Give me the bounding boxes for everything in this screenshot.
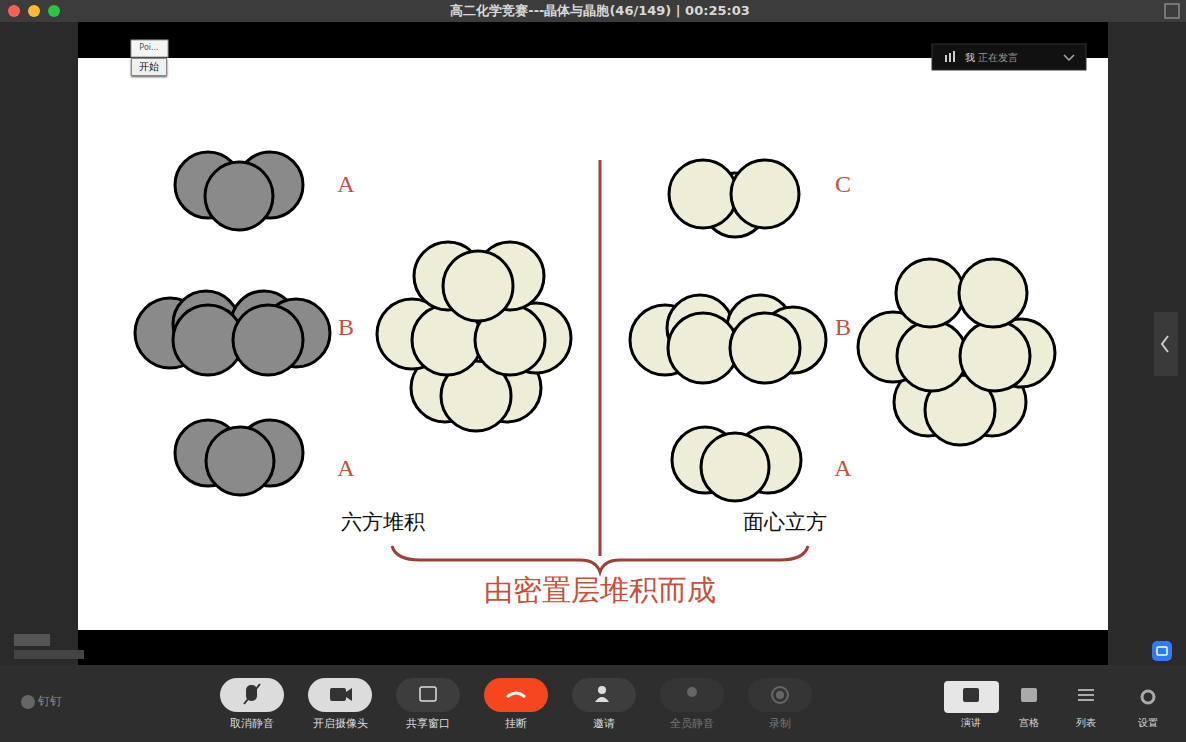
settings-icon — [1142, 691, 1154, 703]
chevron — [1064, 55, 1074, 60]
hangup-pill — [484, 678, 548, 712]
button-label: 挂断 — [505, 718, 527, 730]
layer-letter: A — [337, 171, 354, 197]
list-icon — [1078, 699, 1094, 701]
signal-bar — [949, 53, 951, 62]
layer-letter: B — [835, 314, 851, 340]
invite-icon — [598, 686, 606, 694]
button-pill — [396, 678, 460, 712]
tab-label: 宫格 — [1019, 717, 1039, 728]
fcc-layers — [630, 160, 826, 501]
hcp-cluster — [377, 242, 571, 431]
fullscreen-icon — [1165, 4, 1179, 18]
invite-icon — [595, 697, 609, 702]
speaker-name: 我 — [965, 52, 975, 63]
slide — [78, 58, 1108, 630]
mic-icon — [244, 684, 260, 704]
dingtalk-logo — [21, 695, 35, 709]
fcc-cluster — [858, 259, 1055, 445]
button-pill — [748, 678, 812, 712]
speaking-status: 正在发言 — [978, 52, 1018, 63]
pointer-box — [131, 40, 168, 57]
share-icon — [1152, 641, 1172, 661]
layer-letter: A — [337, 455, 354, 481]
signal-bar — [945, 55, 947, 62]
structure-name: 面心立方 — [743, 511, 827, 534]
button-pill — [220, 678, 284, 712]
tab-label: 设置 — [1138, 717, 1158, 728]
toolbar — [0, 665, 1186, 742]
close-dot — [8, 5, 20, 17]
button-label: 邀请 — [593, 718, 615, 730]
button-label: 全员静音 — [670, 718, 714, 730]
camera-icon — [330, 688, 346, 701]
chevron — [1162, 336, 1168, 352]
divider-line — [599, 160, 602, 556]
tab-label: 列表 — [1076, 717, 1096, 728]
list-icon — [1078, 694, 1094, 696]
hangup-icon — [507, 693, 525, 697]
max-dot — [48, 5, 60, 17]
list-icon — [1078, 689, 1094, 691]
record-icon — [776, 691, 784, 699]
layer-letter: C — [835, 171, 851, 197]
app-name: 钉钉 — [38, 695, 62, 708]
signal-bar — [953, 51, 955, 62]
mute-all-icon — [687, 687, 697, 697]
speaker-panel — [932, 44, 1086, 70]
share-window-icon — [420, 687, 436, 701]
camera-icon — [346, 688, 352, 701]
structure-name: 六方堆积 — [341, 511, 425, 534]
record-icon — [772, 687, 788, 703]
speaker-view-icon — [963, 688, 979, 702]
title-bar — [0, 0, 1186, 22]
hcp-layers — [135, 152, 330, 495]
start-button: 开始 — [131, 58, 167, 76]
share-icon — [1157, 647, 1167, 655]
pointer-label: Poi... — [139, 44, 158, 53]
button-label: 开启摄像头 — [313, 718, 368, 730]
layer-letter: A — [834, 455, 851, 481]
blurred-name — [14, 634, 50, 646]
grid-icon — [1021, 688, 1037, 702]
min-dot — [28, 5, 40, 17]
layer-letter: B — [338, 314, 354, 340]
button-label: 录制 — [769, 718, 791, 730]
brace — [392, 546, 808, 572]
button-pill — [660, 678, 724, 712]
button-text: 开始 — [139, 61, 159, 73]
video-area — [78, 22, 1108, 665]
button-label: 取消静音 — [230, 718, 274, 730]
active-tab — [944, 681, 999, 713]
blurred-name — [14, 650, 84, 659]
side-tab — [1154, 312, 1178, 376]
button-label: 共享窗口 — [406, 718, 450, 730]
button-pill — [572, 678, 636, 712]
note-text: 由密置层堆积而成 — [484, 575, 716, 607]
window-title: 高二化学竞赛---晶体与晶胞(46/149) | 00:25:03 — [450, 4, 750, 18]
tab-label: 演讲 — [961, 717, 981, 728]
button-pill — [308, 678, 372, 712]
